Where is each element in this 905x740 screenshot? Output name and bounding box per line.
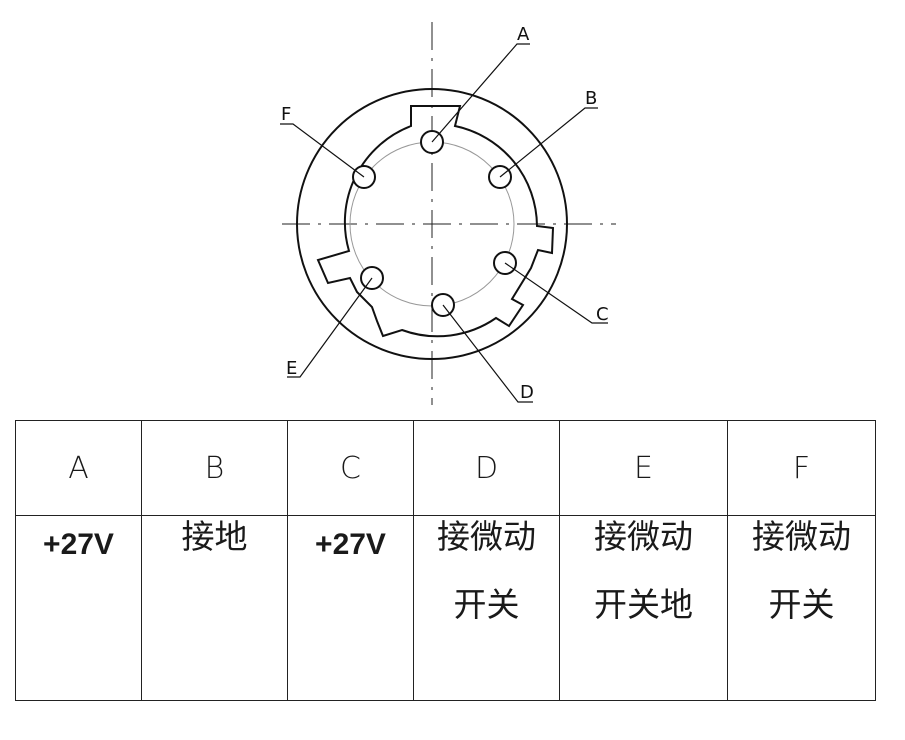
value-e-line-2: 开关地 xyxy=(594,585,693,624)
header-cell-e: E xyxy=(559,420,728,516)
value-e-line-1: 接微动 xyxy=(594,517,693,556)
leader-line-b xyxy=(499,107,598,178)
pin-label-f: F xyxy=(281,104,291,125)
value-cell-f: 接微动 开关 xyxy=(727,515,876,701)
value-c-line-1: +27V xyxy=(315,528,386,561)
leader-line-c xyxy=(504,262,608,324)
value-cell-c: +27V xyxy=(287,515,414,701)
value-cell-e: 接微动 开关地 xyxy=(559,515,728,701)
pin-assignment-table: A B C D E F +27V 接地 +27V 接微动 开关 接微动 开关地 … xyxy=(15,420,876,701)
value-cell-b: 接地 xyxy=(141,515,288,701)
pin-label-e: E xyxy=(286,358,297,379)
table-value-row: +27V 接地 +27V 接微动 开关 接微动 开关地 接微动 开关 xyxy=(15,515,876,701)
value-f-line-2: 开关 xyxy=(768,585,835,624)
header-cell-c: C xyxy=(287,420,414,516)
connector-pin-diagram: A B C D E F xyxy=(280,22,616,405)
table-header-row: A B C D E F xyxy=(15,420,876,516)
pin-label-b: B xyxy=(585,88,597,109)
value-f-line-1: 接微动 xyxy=(752,517,851,556)
pin-label-a: A xyxy=(517,24,530,45)
leader-line-d xyxy=(442,304,533,403)
leader-line-a xyxy=(431,43,530,143)
value-d-line-1: 接微动 xyxy=(437,517,536,556)
value-a-line-1: +27V xyxy=(43,528,114,561)
leader-line-e xyxy=(287,277,373,378)
leader-line-f xyxy=(280,123,365,178)
header-cell-f: F xyxy=(727,420,876,516)
header-cell-b: B xyxy=(141,420,288,516)
value-b-line-1: 接地 xyxy=(181,517,248,556)
value-cell-a: +27V xyxy=(15,515,142,701)
pin-label-d: D xyxy=(520,382,534,403)
header-cell-a: A xyxy=(15,420,142,516)
value-d-line-2: 开关 xyxy=(453,585,520,624)
value-cell-d: 接微动 开关 xyxy=(413,515,560,701)
connector-outer-ring xyxy=(296,88,568,360)
pin-label-c: C xyxy=(596,304,609,325)
